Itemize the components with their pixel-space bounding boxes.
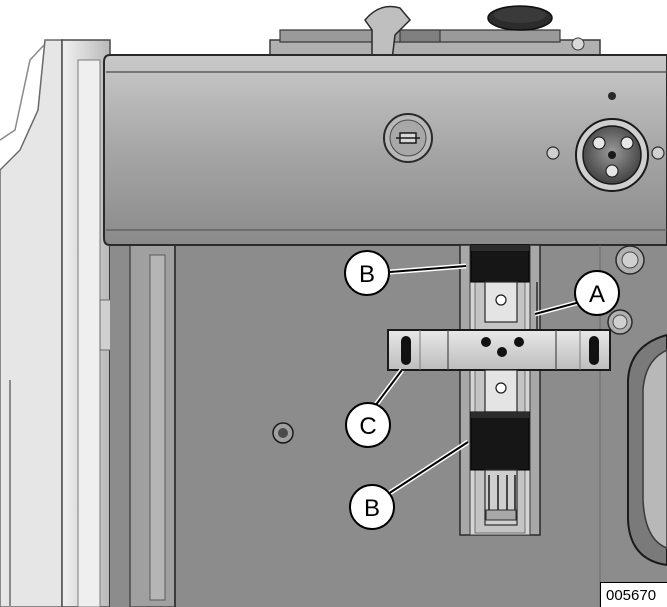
callout-b-top-label: B — [359, 261, 375, 288]
screw-left — [272, 422, 294, 444]
left-outer-wall — [0, 39, 63, 607]
upper-tab — [484, 281, 538, 330]
callout-a-label: A — [589, 281, 605, 308]
callout-b-bottom: B — [349, 484, 395, 530]
callout-a: A — [574, 270, 620, 316]
leader-lines — [373, 263, 581, 497]
mounting-bracket — [387, 329, 611, 371]
front-panel — [103, 54, 667, 246]
upper-block — [470, 244, 530, 283]
terminals — [484, 469, 518, 526]
figure-id-label: 005670 — [600, 582, 667, 607]
callout-c-label: C — [359, 413, 376, 440]
lower-block — [470, 411, 530, 471]
lower-tab — [484, 369, 518, 413]
callout-b-bottom-label: B — [364, 495, 380, 522]
callout-c: C — [345, 402, 391, 448]
callout-b-top: B — [344, 250, 390, 296]
